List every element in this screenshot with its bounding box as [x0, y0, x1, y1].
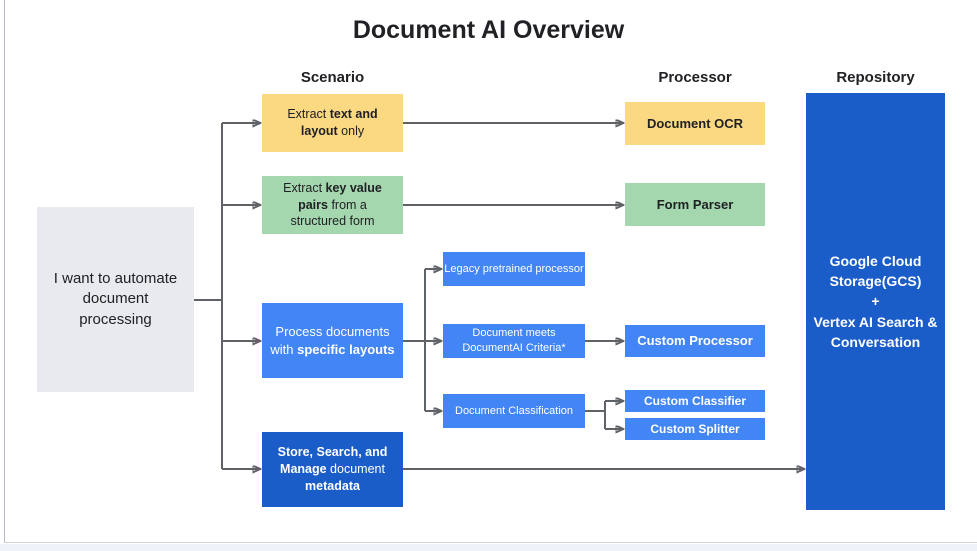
- card-border-left: [4, 0, 5, 543]
- processor-custom-classifier: Custom Classifier: [625, 390, 765, 412]
- processor-custom-splitter: Custom Splitter: [625, 418, 765, 440]
- column-header-scenario: Scenario: [300, 69, 365, 86]
- column-header-processor: Processor: [658, 69, 732, 86]
- column-header-repository: Repository: [836, 69, 915, 86]
- decision-legacy-pretrained: Legacy pretrained processor: [443, 252, 585, 286]
- decision-document-classification: Document Classification: [443, 394, 585, 428]
- processor-form-parser: Form Parser: [625, 183, 765, 226]
- processor-custom-processor: Custom Processor: [625, 325, 765, 357]
- page-title: Document AI Overview: [352, 16, 625, 44]
- page-background-strip: [0, 544, 977, 551]
- card-border-bottom: [4, 542, 977, 543]
- decision-documentai-criteria: Document meets DocumentAI Criteria*: [443, 324, 585, 358]
- processor-document-ocr: Document OCR: [625, 102, 765, 145]
